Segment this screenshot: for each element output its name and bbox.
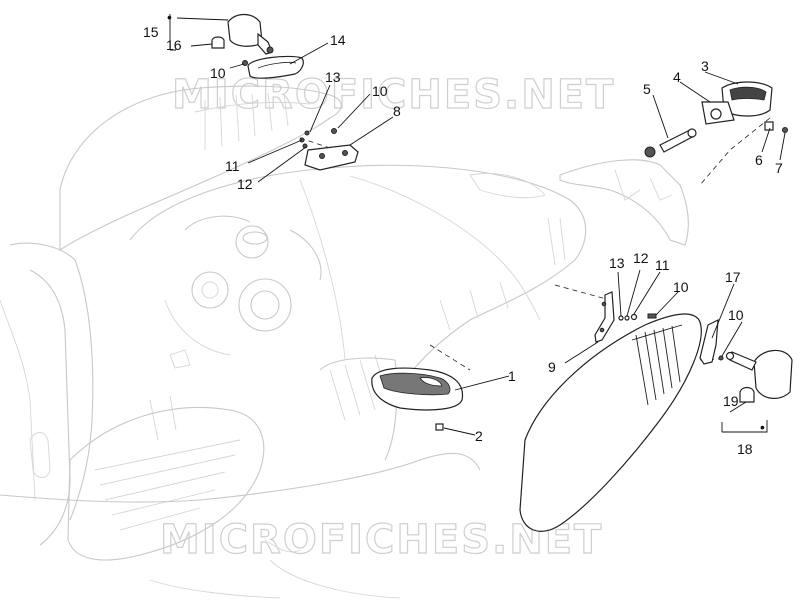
callout-13-upper: 13 [325,69,341,85]
front-indicator-assembly [227,13,274,55]
callout-14: 14 [330,32,346,48]
callout-bullet-18: • [760,419,765,435]
bulb-socket-5 [644,128,697,158]
nut-6 [764,121,774,131]
callout-10-far-right: 10 [728,307,744,323]
hardware-right [618,313,657,321]
callout-16: 15 [143,24,159,40]
callout-12-upper: 12 [237,176,253,192]
callout-15: 17 [725,269,741,285]
grommet-2 [435,423,444,431]
callout-19: 19 [723,393,739,409]
bracket-9 [594,291,615,343]
rear-indicator-housing [721,81,773,117]
callout-13-lower: 13 [609,255,625,271]
callout-4: 4 [673,69,681,85]
callout-11-lower: 11 [655,257,670,273]
watermark-top: MICROFICHES.NET [172,72,615,118]
callout-10-upper: 10 [210,65,226,81]
rear-light-1 [371,367,464,411]
callout-1: 1 [508,368,516,384]
callout-10-mid: 10 [372,83,388,99]
callout-11-upper: 11 [225,158,240,174]
callout-10-right: 10 [673,279,689,295]
screw-7 [782,127,788,133]
callout-17: 16 [166,37,182,53]
screw-upper [242,60,248,66]
leader-lines [169,14,786,436]
callout-5: 5 [643,81,651,97]
callout-7: 7 [775,160,783,176]
gasket-15 [699,318,724,365]
callout-18: 18 [737,441,753,457]
callout-bullet-16: • [167,9,172,25]
callout-9: 9 [548,359,556,375]
scooter-body-ghost [0,85,587,599]
callout-12-lower: 12 [633,250,649,266]
callout-labels: 15 • 16 10 14 13 10 8 11 12 3 4 5 6 7 1 … [143,9,783,457]
seal-4 [701,101,735,125]
callout-3: 3 [701,58,709,74]
gasket-14 [247,55,304,79]
indicator-bulb-lower [739,386,755,403]
callout-6: 6 [755,152,763,168]
callout-8: 8 [393,103,401,119]
rear-indicator-assembly [725,349,793,399]
right-side-panel [519,313,702,532]
hardware-13-11-12-10 [299,128,337,149]
rear-bracket-ghost [559,159,689,246]
callout-2: 2 [475,428,483,444]
indicator-bulb-upper [211,36,225,49]
